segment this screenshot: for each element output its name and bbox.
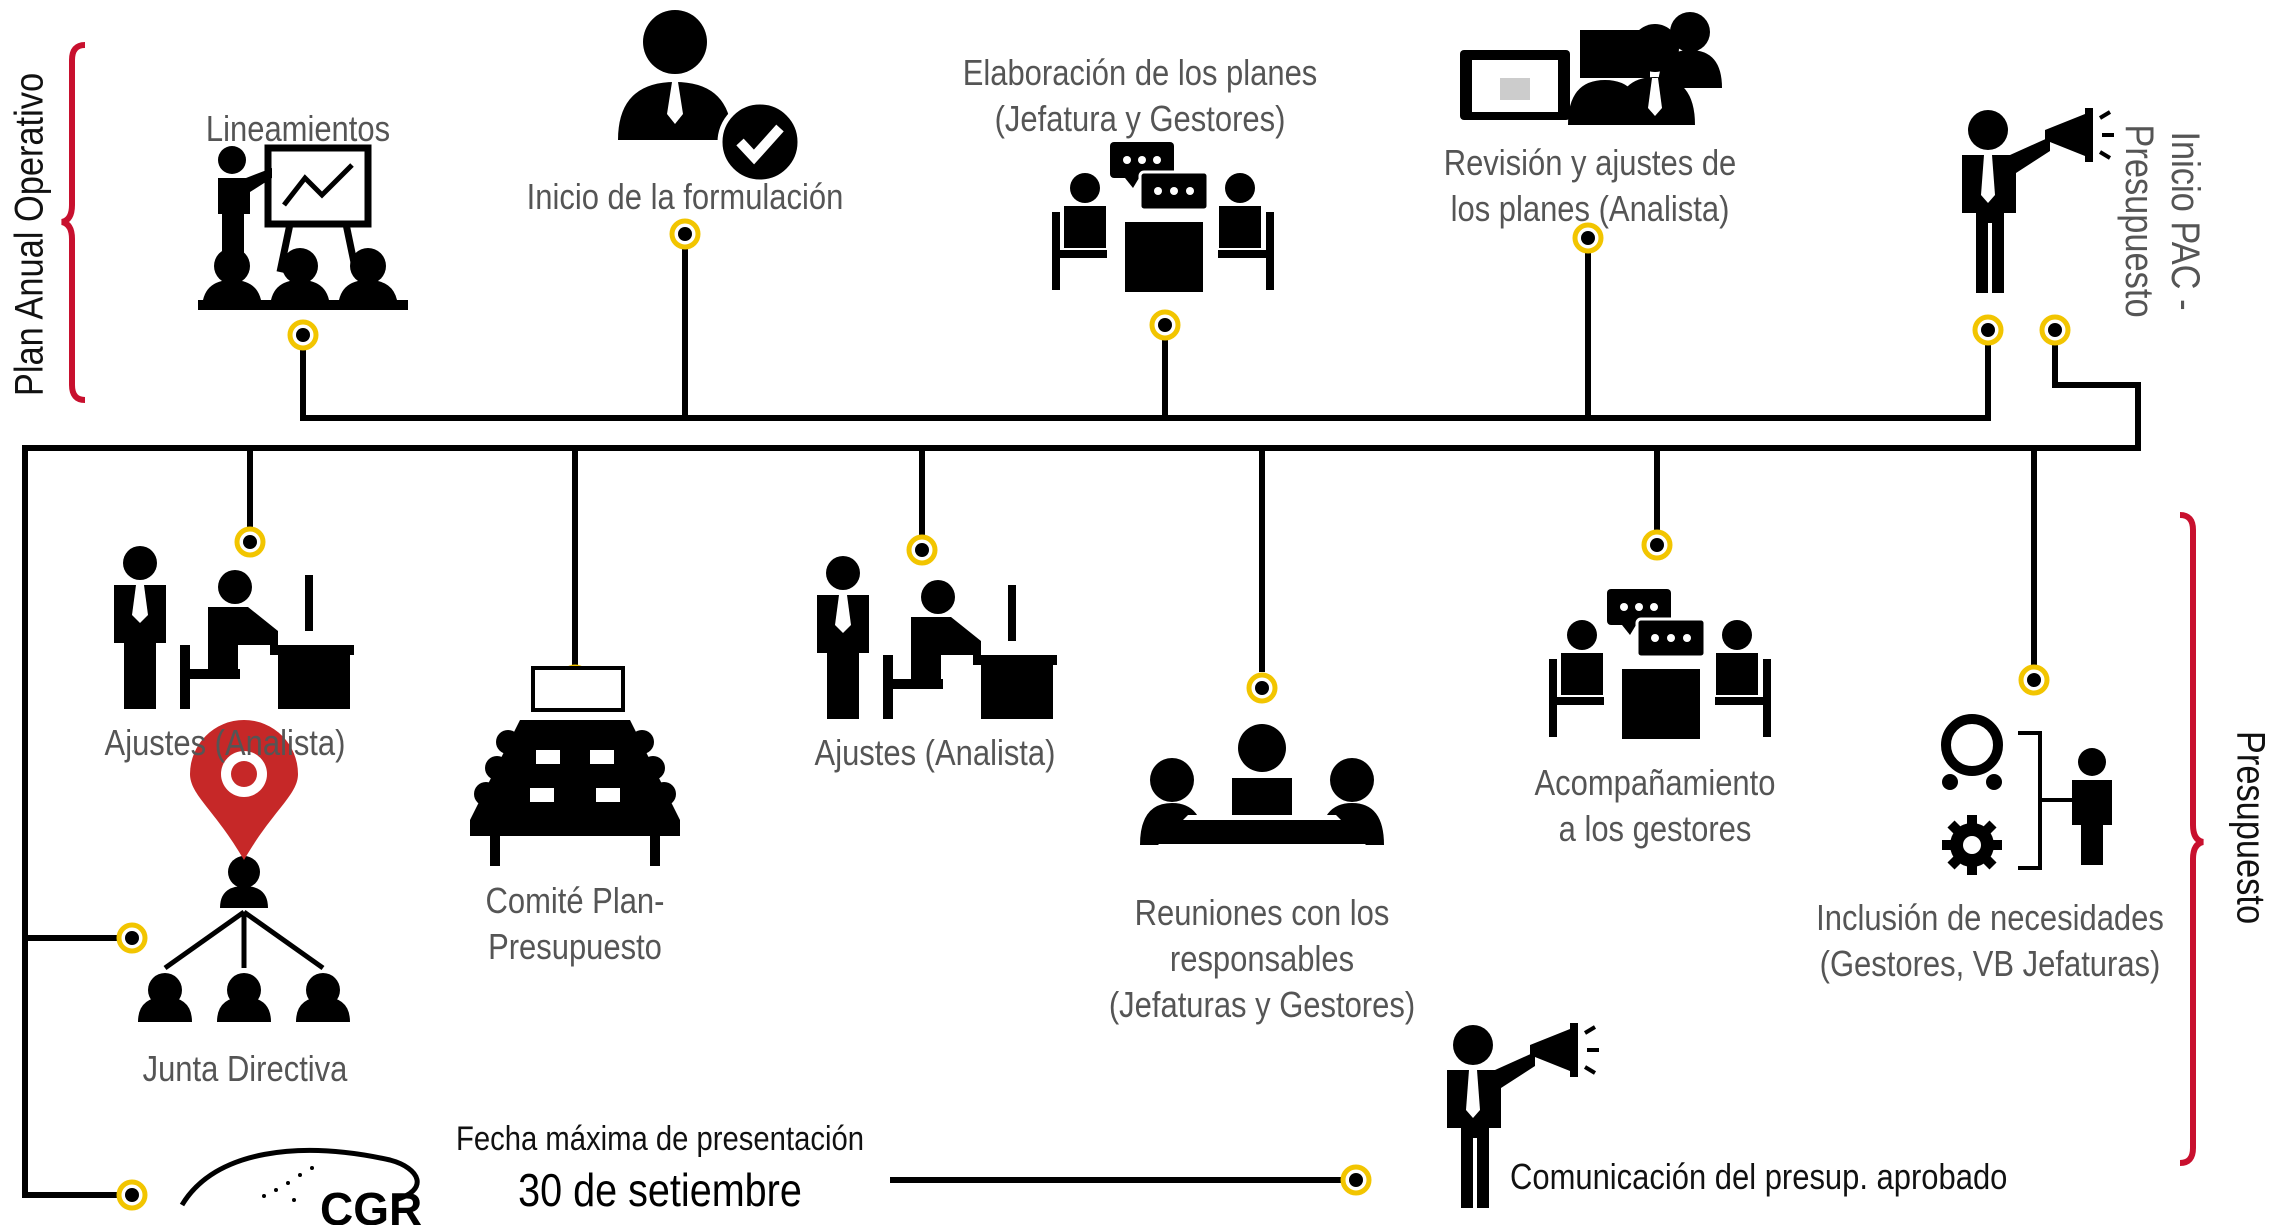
inicio-pac-line-2: Presupuesto xyxy=(2117,124,2161,318)
dot-cgr xyxy=(119,1182,145,1208)
timeline-dots xyxy=(119,221,2068,1208)
plan-anual-bracket xyxy=(61,42,86,403)
dot-inclusion xyxy=(2021,667,2047,693)
step-label-line: responsables xyxy=(1169,938,1355,979)
step-label-line: Reuniones con los xyxy=(1134,892,1390,933)
step-label-revision: Revisión y ajustes de los planes (Analis… xyxy=(1409,140,1770,232)
step-label-elaboracion: Elaboración de los planes (Jefatura y Ge… xyxy=(951,50,1329,142)
communication-label: Comunicación del presup. aprobado xyxy=(1510,1156,2008,1197)
step-label-inicio-formulacion: Inicio de la formulación xyxy=(513,174,857,220)
computer-team-icon xyxy=(1460,12,1722,125)
deadline-title: Fecha máxima de presentación xyxy=(456,1120,864,1158)
step-label-line: Presupuesto xyxy=(488,926,662,967)
step-label-line: Ajustes (Analista) xyxy=(104,722,346,763)
step-label-line: Junta Directiva xyxy=(142,1048,348,1089)
org-hierarchy-pin-icon xyxy=(138,856,350,1022)
step-label-line: los planes (Analista) xyxy=(1450,188,1730,229)
needs-person-icon xyxy=(1941,714,2112,875)
step-label-line: Revisión y ajustes de xyxy=(1443,142,1737,183)
dot-acompanamiento xyxy=(1644,532,1670,558)
dot-lineamientos xyxy=(290,322,316,348)
dot-pac xyxy=(1975,317,2001,343)
presupuesto-label: Presupuesto xyxy=(2228,730,2273,925)
step-label-ajustes-2: Ajustes (Analista) xyxy=(806,730,1064,776)
plan-anual-label: Plan Anual Operativo xyxy=(7,72,52,397)
step-label-line: Inclusión de necesidades xyxy=(1816,897,2164,938)
dot-elaboracion xyxy=(1152,312,1178,338)
dot-junta xyxy=(119,925,145,951)
speaker-megaphone-icon xyxy=(1962,108,2114,293)
speaker-megaphone-icon xyxy=(1447,1023,1599,1208)
presupuesto-bracket xyxy=(2179,512,2204,1166)
cgr-logo: CGR xyxy=(179,1147,422,1225)
step-label-inclusion: Inclusión de necesidades (Gestores, VB J… xyxy=(1809,895,2170,987)
meeting-chat-icon xyxy=(1549,589,1771,739)
meeting-chat-icon xyxy=(1052,142,1274,292)
analyst-desk-icon xyxy=(817,556,1057,719)
step-label-line: (Gestores, VB Jefaturas) xyxy=(1819,943,2161,984)
inicio-pac-line-1: Inicio PAC - xyxy=(2163,131,2207,311)
cgr-logo-text: CGR xyxy=(320,1183,422,1225)
round-table-meeting-icon xyxy=(1140,724,1384,845)
inicio-pac-label: Inicio PAC - Presupuesto xyxy=(2116,101,2208,342)
conference-table-icon xyxy=(470,666,680,866)
analyst-desk-icon xyxy=(114,546,354,709)
dot-reuniones xyxy=(1249,675,1275,701)
step-label-ajustes-1: Ajustes (Analista) xyxy=(96,720,354,766)
location-pin-icon xyxy=(190,720,298,860)
connector-lines xyxy=(22,234,2141,1198)
step-label-acompanamiento: Acompañamiento a los gestores xyxy=(1505,760,1806,852)
dot-ajustes-1 xyxy=(237,529,263,555)
deadline-date: 30 de setiembre xyxy=(518,1164,802,1216)
step-label-line: (Jefatura y Gestores) xyxy=(994,98,1286,139)
step-label-line: Elaboración de los planes xyxy=(962,52,1318,93)
step-label-line: Inicio de la formulación xyxy=(526,176,844,217)
presentation-audience-icon xyxy=(198,144,408,310)
step-label-junta: Junta Directiva xyxy=(116,1046,374,1092)
step-label-comite: Comité Plan- Presupuesto xyxy=(446,878,704,970)
dot-inicio-formulacion xyxy=(672,221,698,247)
dot-comunicacion xyxy=(1343,1167,1369,1193)
manager-check-icon xyxy=(618,10,803,185)
step-label-line: Acompañamiento xyxy=(1534,762,1776,803)
step-label-lineamientos: Lineamientos xyxy=(169,106,427,152)
step-label-line: Comité Plan- xyxy=(485,880,665,921)
step-label-line: (Jefaturas y Gestores) xyxy=(1108,984,1416,1025)
step-label-line: Ajustes (Analista) xyxy=(814,732,1056,773)
dot-inicio-pac xyxy=(2042,317,2068,343)
dot-ajustes-2 xyxy=(909,537,935,563)
step-label-line: a los gestores xyxy=(1558,808,1752,849)
step-label-line: Lineamientos xyxy=(205,108,391,149)
step-label-reuniones: Reuniones con los responsables (Jefatura… xyxy=(1090,890,1434,1028)
